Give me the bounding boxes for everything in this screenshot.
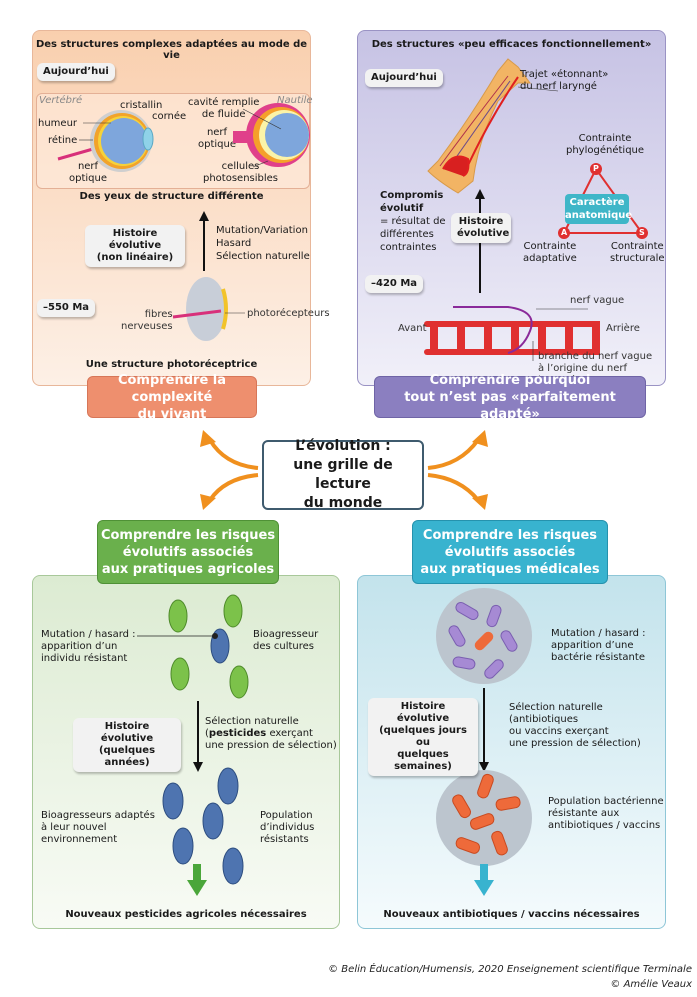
history-tag: Histoire évolutive(non linéaire) — [85, 225, 185, 267]
panel-complexity: Des structures complexes adaptées au mod… — [32, 30, 330, 386]
today-tag: Aujourd’hui — [365, 69, 443, 87]
label-arriere: Arrière — [606, 323, 640, 334]
conclusion-antibiotics: Nouveaux antibiotiques / vaccins nécessa… — [383, 909, 640, 920]
node-s: S — [639, 228, 645, 237]
today-tag: Aujourd’hui — [37, 63, 115, 81]
credit-publisher: © Belin Éducation/Humensis, 2020 Enseign… — [328, 964, 692, 975]
arrow-down-left-icon — [200, 494, 216, 510]
vertebrate-label: Vertébré — [39, 95, 83, 106]
blue-arrow-icon — [474, 880, 494, 896]
conclusion-pesticides: Nouveaux pesticides agricoles nécessaire… — [65, 909, 307, 920]
time-tag: –550 Ma — [37, 299, 96, 317]
node-p: P — [593, 164, 599, 173]
label-cristallin: cristallin — [120, 100, 163, 111]
arrow-up-right-icon — [472, 430, 488, 447]
label-cornee: cornée — [152, 111, 187, 122]
node-a: A — [561, 228, 568, 237]
arrow-down-right-icon — [472, 494, 488, 510]
panel-title: Des structures «peu efficaces fonctionne… — [371, 39, 652, 50]
arrow-up-left-icon — [200, 430, 216, 447]
structure-caption: Une structure photoréceptrice — [85, 359, 258, 370]
credit-author: © Amélie Veaux — [610, 979, 692, 990]
panel-title: Des structures complexes adaptées au mod… — [35, 39, 308, 61]
label-retine: rétine — [48, 135, 78, 146]
label-nerf-vague: nerf vague — [570, 295, 625, 306]
aphids-illustration — [137, 594, 249, 896]
label-humeur: humeur — [38, 118, 78, 129]
label-trajet: Trajet «étonnant»du nerf laryngé — [520, 69, 609, 92]
label-photorecepteurs: photorécepteurs — [247, 308, 330, 319]
bacteria-illustration — [436, 588, 532, 896]
time-tag: –420 Ma — [365, 275, 424, 293]
green-arrow-icon — [187, 880, 207, 896]
nautilus-label: Nautile — [277, 95, 313, 106]
label-avant: Avant — [398, 323, 427, 334]
eyes-caption: Des yeux de structure différente — [79, 191, 264, 202]
eyes-illustration — [57, 103, 310, 341]
history-tag: Histoire évolutive(quelques années) — [73, 718, 181, 772]
panel-imperfection: Des structures «peu efficaces fonctionne… — [357, 30, 666, 386]
giraffe-illustration — [424, 58, 648, 361]
